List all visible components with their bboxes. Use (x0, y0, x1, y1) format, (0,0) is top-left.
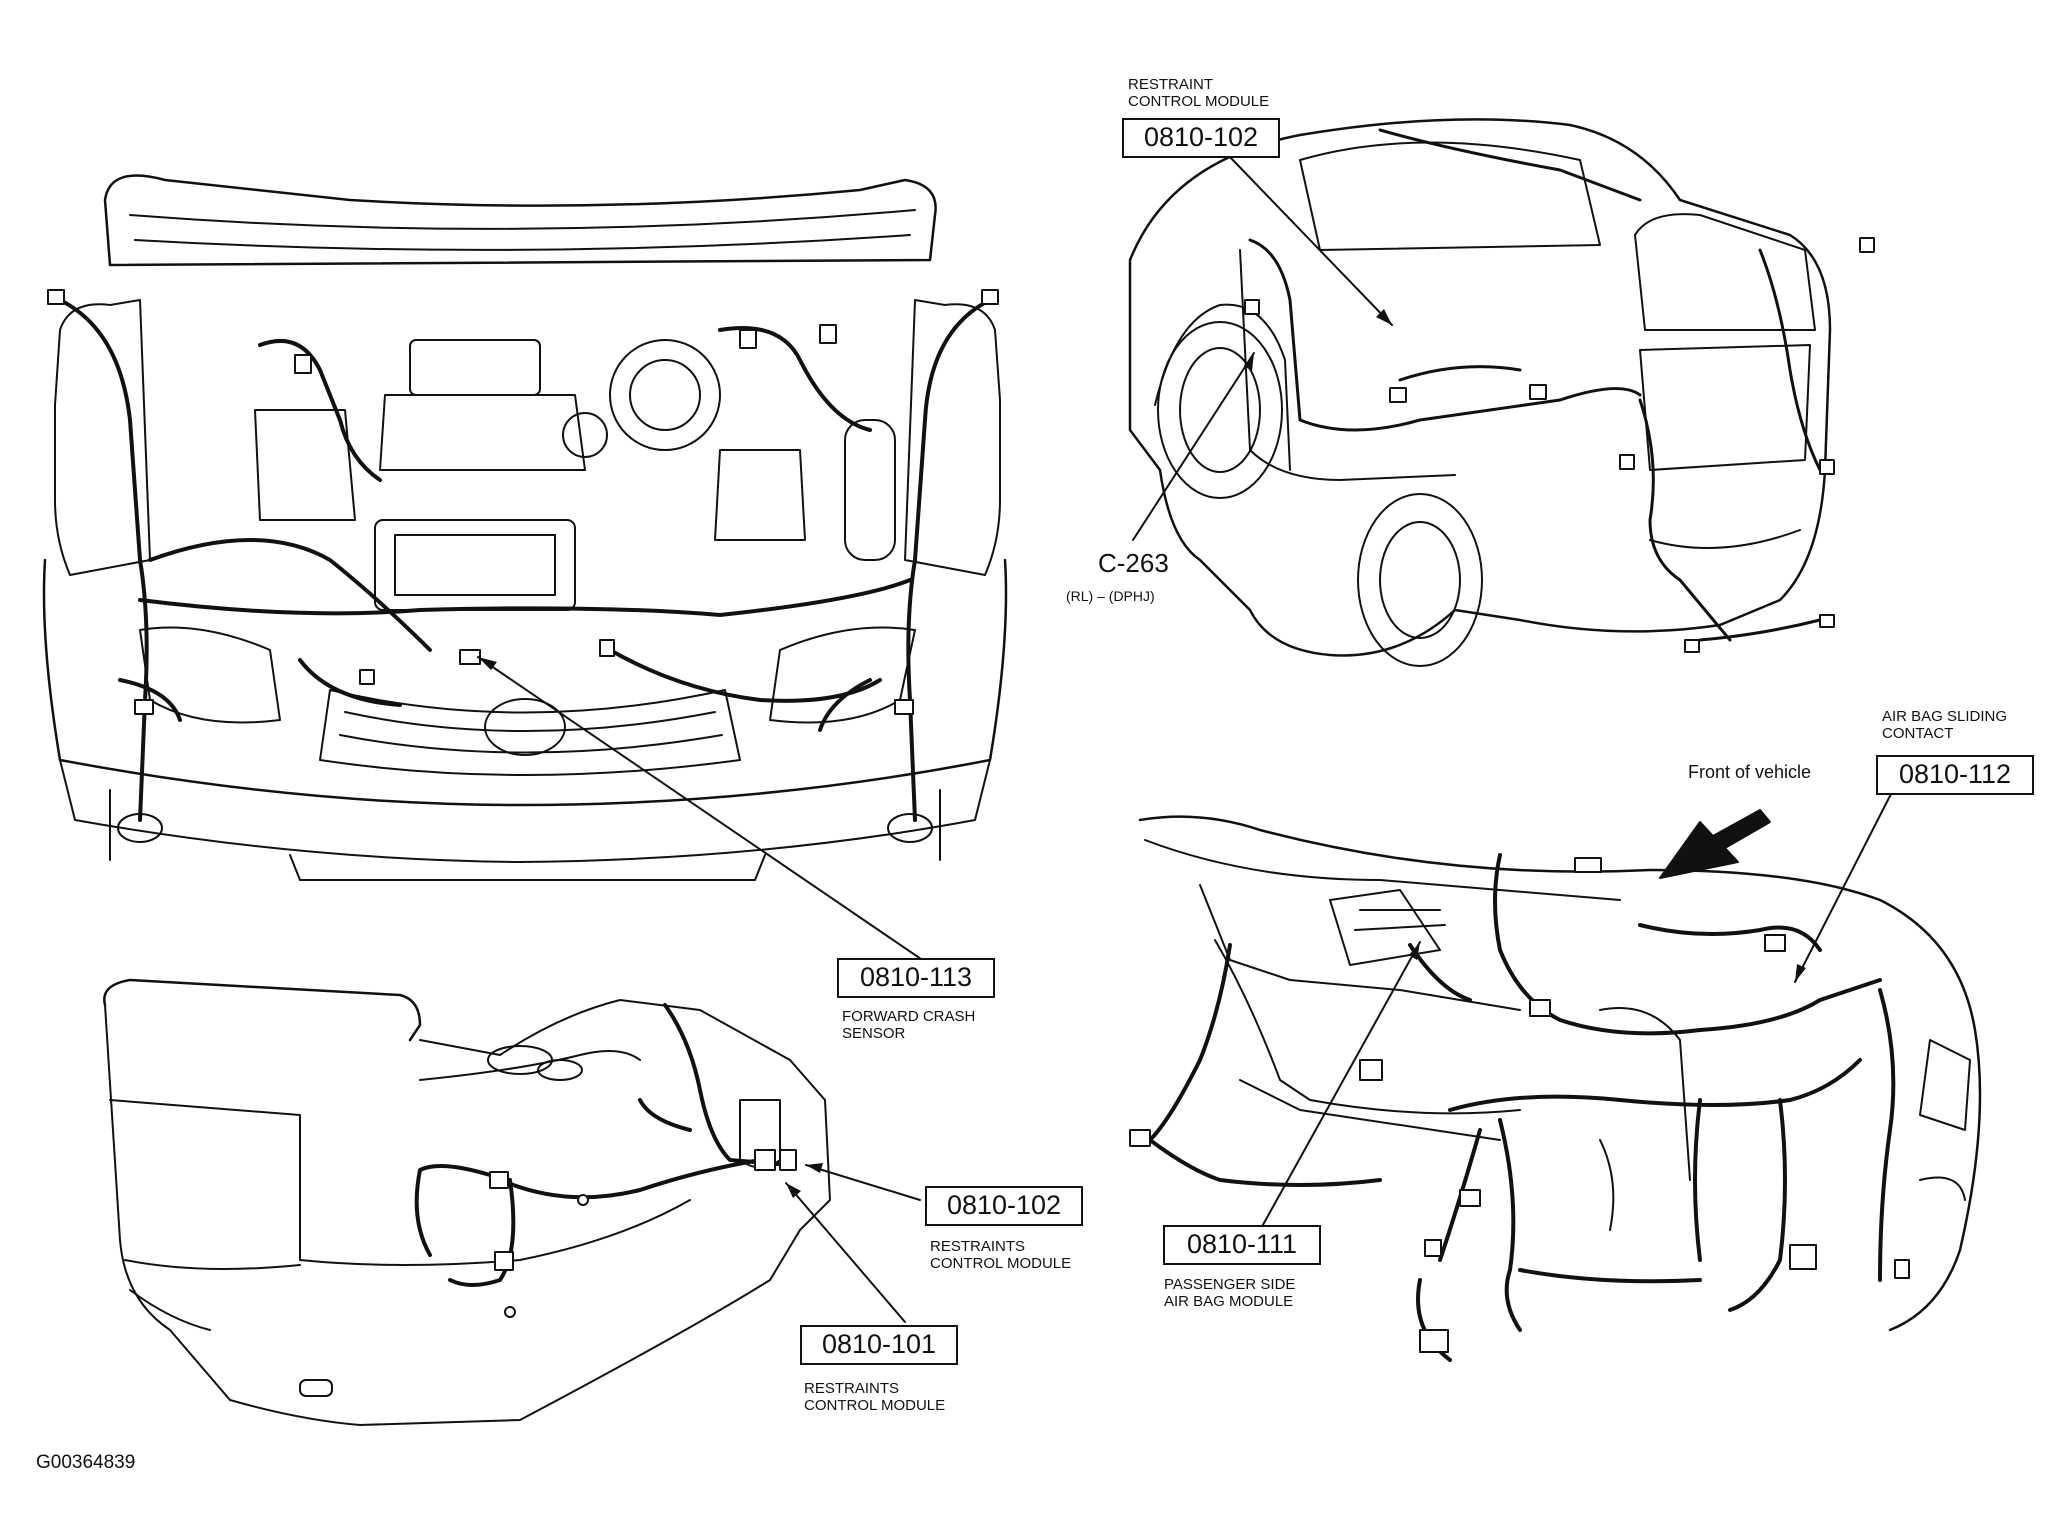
crash-sensor-code: 0810-113 (837, 958, 995, 998)
rcm-console-a-code: 0810-102 (925, 1186, 1083, 1226)
connector-c263-sub: (RL) – (DPHJ) (1066, 588, 1155, 604)
leader-lines (478, 156, 1893, 1322)
passenger-airbag-code: 0810-111 (1163, 1225, 1321, 1265)
center-console-illustration (104, 980, 830, 1425)
rcm-top-code: 0810-102 (1122, 118, 1280, 158)
sliding-contact-code: 0810-112 (1876, 755, 2034, 795)
passenger-airbag-label: PASSENGER SIDE AIR BAG MODULE (1164, 1276, 1296, 1310)
crash-sensor-label: FORWARD CRASH SENSOR (842, 1008, 976, 1042)
front-of-vehicle-note: Front of vehicle (1688, 762, 1812, 782)
sliding-contact-label: AIR BAG SLIDING CONTACT (1882, 708, 2008, 742)
engine-bay-illustration (44, 176, 1006, 881)
suv-rear-illustration (1130, 119, 1874, 666)
rcm-console-a-label: RESTRAINTS CONTROL MODULE (930, 1238, 1072, 1272)
connector-c263-code: C-263 (1098, 548, 1169, 578)
rcm-console-b-code: 0810-101 (800, 1325, 958, 1365)
rcm-console-b-label: RESTRAINTS CONTROL MODULE (804, 1380, 946, 1414)
figure-id: G00364839 (36, 1452, 136, 1473)
front-direction-arrow (1660, 810, 1770, 878)
rcm-top-label: RESTRAINT CONTROL MODULE (1128, 76, 1270, 110)
